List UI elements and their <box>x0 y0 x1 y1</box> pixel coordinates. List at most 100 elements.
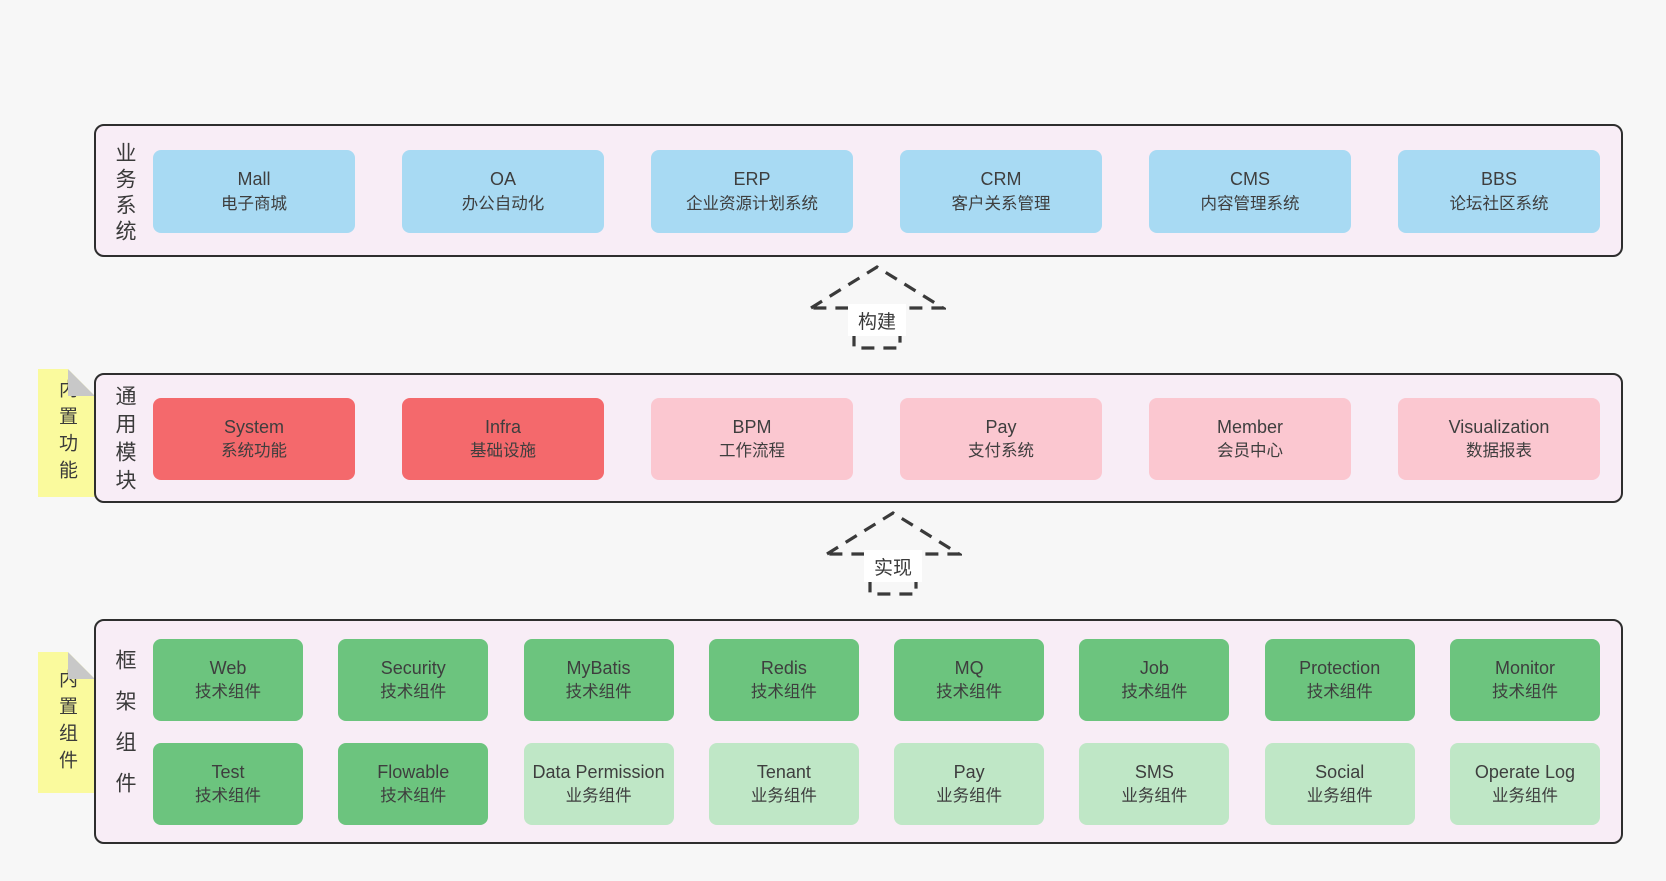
box-bbs: BBS 论坛社区系统 <box>1398 150 1600 233</box>
box-title: MQ <box>954 657 984 678</box>
box-subtitle: 技术组件 <box>1306 683 1373 702</box>
box-title: Pay <box>985 416 1017 437</box>
box-title: Monitor <box>1494 657 1555 678</box>
common-modules-side-label: 通用模块 <box>113 385 136 497</box>
box-title: Social <box>1315 761 1365 782</box>
framework-components-container: 框架组件 Web 技术组件 Security 技术组件 MyBatis 技术组件… <box>94 619 1623 844</box>
box-title: MyBatis <box>566 657 631 678</box>
box-pay: Pay 支付系统 <box>900 398 1102 480</box>
box-visualization: Visualization 数据报表 <box>1398 398 1600 480</box>
box-cms: CMS 内容管理系统 <box>1149 150 1351 233</box>
box-title: Redis <box>760 657 807 678</box>
box-title: System <box>223 416 284 437</box>
box-subtitle: 支付系统 <box>968 442 1034 461</box>
box-title: Job <box>1139 657 1169 678</box>
box-subtitle: 会员中心 <box>1217 442 1283 461</box>
box-subtitle: 技术组件 <box>1121 683 1188 702</box>
framework-components-side-label: 框架组件 <box>113 649 136 813</box>
folded-corner-icon <box>68 369 95 396</box>
box-crm: CRM 客户关系管理 <box>900 150 1102 233</box>
box-title: Operate Log <box>1474 761 1575 782</box>
box-subtitle: 技术组件 <box>380 787 447 806</box>
box-protection: Protection 技术组件 <box>1264 639 1415 721</box>
box-subtitle: 基础设施 <box>470 442 536 461</box>
box-title: Flowable <box>377 761 450 782</box>
box-subtitle: 业务组件 <box>936 787 1003 806</box>
box-infra: Infra 基础设施 <box>402 398 604 480</box>
box-social: Social 业务组件 <box>1264 743 1415 825</box>
box-monitor: Monitor 技术组件 <box>1449 639 1600 721</box>
box-system: System 系统功能 <box>153 398 355 480</box>
box-subtitle: 内容管理系统 <box>1200 194 1300 213</box>
box-oa: OA 办公自动化 <box>402 150 604 233</box>
business-systems-side-label: 业务系统 <box>113 142 136 246</box>
box-title: Data Permission <box>532 761 665 782</box>
box-subtitle: 业务组件 <box>1306 787 1373 806</box>
box-subtitle: 业务组件 <box>750 787 817 806</box>
box-subtitle: 企业资源计划系统 <box>686 194 818 213</box>
sticky-note-label: 内置功能 <box>56 379 77 487</box>
box-title: Member <box>1216 416 1283 437</box>
box-title: Tenant <box>756 761 811 782</box>
box-title: Security <box>380 657 446 678</box>
box-title: OA <box>489 169 516 190</box>
box-title: Protection <box>1299 657 1381 678</box>
implement-arrow-label: 实现 <box>864 550 922 582</box>
box-subtitle: 客户关系管理 <box>951 194 1051 213</box>
framework-components-row-2: Test 技术组件 Flowable 技术组件 Data Permission … <box>153 743 1600 825</box>
box-mybatis: MyBatis 技术组件 <box>523 639 674 721</box>
box-title: Infra <box>484 416 522 437</box>
box-subtitle: 业务组件 <box>565 787 632 806</box>
box-subtitle: 技术组件 <box>936 683 1003 702</box>
box-subtitle: 技术组件 <box>195 683 261 702</box>
business-systems-row: Mall 电子商城 OA 办公自动化 ERP 企业资源计划系统 CRM 客户关系… <box>153 150 1600 233</box>
box-title: CRM <box>980 169 1022 190</box>
box-bpm: BPM 工作流程 <box>651 398 853 480</box>
box-job: Job 技术组件 <box>1079 639 1230 721</box>
build-arrow-label: 构建 <box>848 304 906 336</box>
box-member: Member 会员中心 <box>1149 398 1351 480</box>
sticky-note-label: 内置组件 <box>56 668 77 777</box>
box-data-permission: Data Permission 业务组件 <box>523 743 674 825</box>
sticky-note-built-in-components: 内置组件 <box>38 652 95 793</box>
box-subtitle: 技术组件 <box>750 683 817 702</box>
business-systems-container: 业务系统 Mall 电子商城 OA 办公自动化 ERP 企业资源计划系统 CRM… <box>94 124 1623 257</box>
box-test: Test 技术组件 <box>153 743 303 825</box>
folded-corner-icon <box>68 652 95 679</box>
box-subtitle: 电子商城 <box>221 194 287 213</box>
box-title: CMS <box>1230 169 1270 190</box>
box-subtitle: 系统功能 <box>221 442 287 461</box>
box-web: Web 技术组件 <box>153 639 303 721</box>
box-subtitle: 数据报表 <box>1466 442 1532 461</box>
box-title: ERP <box>733 169 771 190</box>
box-subtitle: 论坛社区系统 <box>1449 194 1549 213</box>
box-subtitle: 工作流程 <box>719 442 785 461</box>
box-subtitle: 业务组件 <box>1491 787 1558 806</box>
box-title: Pay <box>953 761 985 782</box>
box-subtitle: 办公自动化 <box>461 194 545 213</box>
common-modules-row: System 系统功能 Infra 基础设施 BPM 工作流程 Pay 支付系统… <box>153 398 1600 480</box>
box-flowable: Flowable 技术组件 <box>338 743 489 825</box>
box-operate-log: Operate Log 业务组件 <box>1449 743 1600 825</box>
box-title: Web <box>209 657 247 678</box>
box-mq: MQ 技术组件 <box>894 639 1045 721</box>
box-title: Visualization <box>1448 416 1550 437</box>
box-subtitle: 技术组件 <box>565 683 632 702</box>
box-subtitle: 技术组件 <box>380 683 447 702</box>
box-pay-biz: Pay 业务组件 <box>894 743 1045 825</box>
box-sms: SMS 业务组件 <box>1079 743 1230 825</box>
box-redis: Redis 技术组件 <box>708 639 859 721</box>
box-tenant: Tenant 业务组件 <box>708 743 859 825</box>
box-title: Test <box>211 761 245 782</box>
sticky-note-built-in-functions: 内置功能 <box>38 369 95 497</box>
common-modules-container: 通用模块 System 系统功能 Infra 基础设施 BPM 工作流程 Pay… <box>94 373 1623 503</box>
box-mall: Mall 电子商城 <box>153 150 355 233</box>
box-title: BPM <box>732 416 772 437</box>
box-erp: ERP 企业资源计划系统 <box>651 150 853 233</box>
box-title: BBS <box>1480 169 1518 190</box>
box-title: SMS <box>1134 761 1174 782</box>
box-subtitle: 技术组件 <box>1491 683 1558 702</box>
framework-components-row-1: Web 技术组件 Security 技术组件 MyBatis 技术组件 Redi… <box>153 639 1600 721</box>
box-security: Security 技术组件 <box>338 639 489 721</box>
